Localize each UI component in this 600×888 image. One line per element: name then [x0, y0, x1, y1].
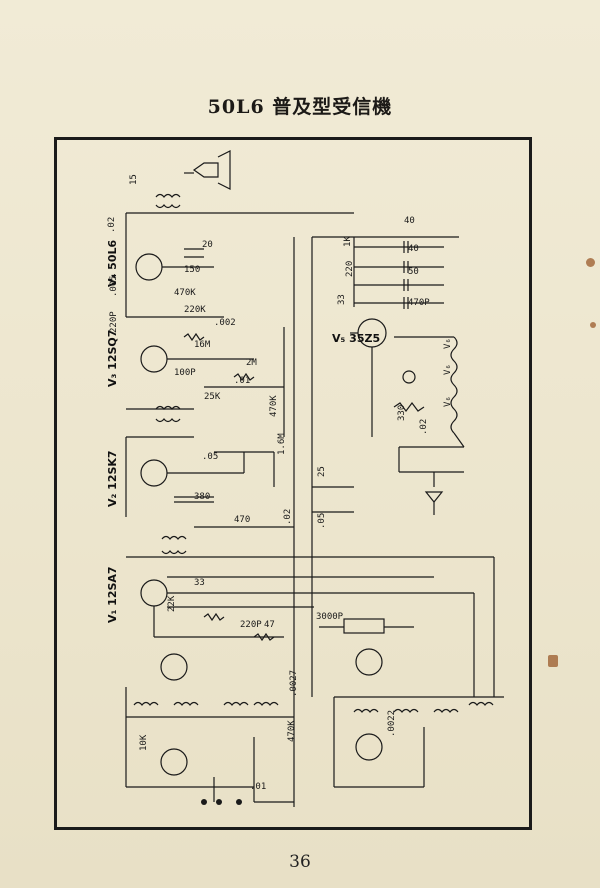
- tube-label-v3: V₃ 12SQ7: [106, 330, 119, 387]
- speaker-symbol: [192, 162, 219, 178]
- component-value-label: 16M: [194, 340, 211, 350]
- schematic-frame: [54, 137, 532, 830]
- component-value-label: 1.6M: [277, 433, 287, 455]
- component-value-label: 47: [264, 620, 275, 630]
- component-value-label: V₆: [443, 396, 453, 407]
- component-value-label: 220: [345, 261, 355, 277]
- component-value-label: 22K: [167, 595, 177, 612]
- component-value-label: .0027: [289, 670, 299, 697]
- component-value-label: 25K: [204, 392, 221, 402]
- component-value-label: 220P: [240, 620, 262, 630]
- page-title: 50L6 普及型受信機: [207, 96, 393, 118]
- component-value-label: .002: [214, 318, 236, 328]
- component-value-label: 33: [337, 294, 347, 305]
- component-value-label: .05: [317, 513, 327, 529]
- tube-label-v4: V₄ 50L6: [106, 240, 119, 287]
- component-value-label: 100P: [174, 368, 196, 378]
- paper-stain: [586, 258, 595, 267]
- component-value-label: 380: [194, 492, 210, 502]
- component-value-label: 33: [194, 578, 205, 588]
- tube-label-v5: V₅ 35Z5: [332, 332, 380, 345]
- tube-label-v1: V₁ 12SA7: [106, 566, 119, 623]
- component-value-label: .05: [202, 452, 218, 462]
- component-value-label: 220P: [109, 311, 119, 333]
- component-value-label: 470K: [287, 720, 297, 742]
- component-value-label: 25: [317, 466, 327, 477]
- tube-label-v2: V₂ 12SK7: [106, 450, 119, 507]
- schematic-diagram: V₄ 50L6 V₅ 35Z5 V₃ 12SQ7 V₂ 12SK7 V₁ 12S…: [106, 150, 504, 807]
- component-value-label: 1K: [343, 236, 353, 247]
- paper-stain: [590, 322, 596, 328]
- component-value-label: .0022: [387, 710, 397, 737]
- speaker-cone: [217, 150, 231, 190]
- component-value-label: 3000P: [316, 612, 344, 622]
- component-value-label: .02: [419, 419, 429, 435]
- component-labels: 15 .02 20 150 470K .005 220K 220P .002 16M 2M 100P.…: [107, 174, 453, 792]
- component-value-label: 470: [234, 515, 250, 525]
- component-value-label: 220K: [184, 305, 206, 315]
- component-value-label: 10K: [139, 734, 149, 751]
- component-value-label: 40: [404, 216, 415, 226]
- component-value-label: 330: [397, 405, 407, 421]
- component-value-label: .01: [234, 376, 250, 386]
- component-value-label: .02: [283, 509, 293, 525]
- component-value-label: 150: [184, 265, 200, 275]
- component-value-label: .005: [109, 275, 119, 297]
- component-value-label: 40: [408, 244, 419, 254]
- component-value-label: 470P: [408, 298, 430, 308]
- component-value-label: 20: [202, 240, 213, 250]
- component-value-label: .02: [107, 217, 117, 233]
- component-value-label: .01: [250, 782, 266, 792]
- component-value-label: 50: [408, 267, 419, 277]
- component-value-label: 2M: [246, 358, 257, 368]
- component-value-label: 15: [129, 174, 139, 185]
- paper-stain: [548, 655, 558, 667]
- component-value-label: V₆: [443, 364, 453, 375]
- page-number: 36: [289, 852, 311, 872]
- component-value-label: 470K: [269, 395, 279, 417]
- component-value-label: V₆: [443, 338, 453, 349]
- component-value-label: 470K: [174, 288, 196, 298]
